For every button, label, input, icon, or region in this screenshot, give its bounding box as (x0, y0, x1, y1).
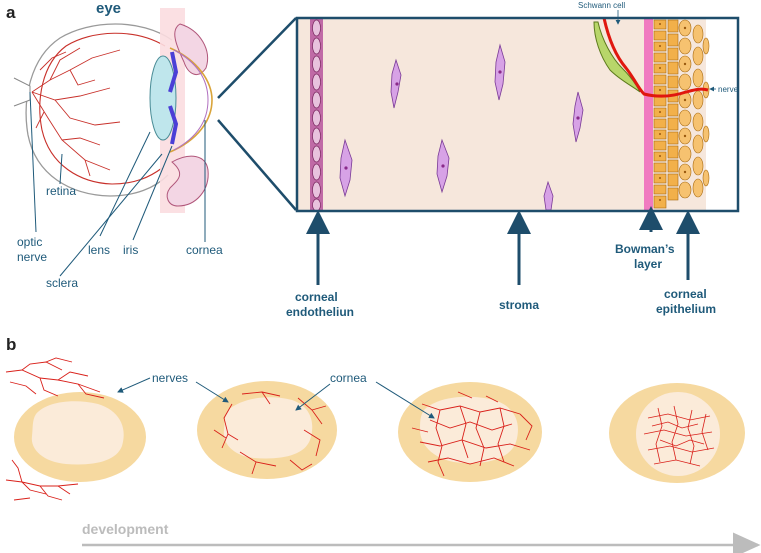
optic-nerve-label-line1: optic (17, 235, 42, 249)
eye-title: eye (96, 0, 121, 17)
zoom-line-top (217, 17, 297, 99)
nerve-label: nerve (718, 85, 739, 94)
lens-label: lens (88, 243, 110, 257)
schwann-cell-label: Schwann cell (578, 1, 625, 10)
zoom-line-bottom (217, 119, 297, 211)
development-label: development (82, 521, 169, 537)
optic-nerve-label-line2: nerve (17, 250, 47, 264)
panel-b-pointers (117, 377, 435, 419)
eye-label-pointers (29, 91, 206, 277)
corneal-endothelium-label-line2: endotheliun (286, 305, 354, 319)
cornea-stage-1 (5, 357, 146, 501)
sclera-label: sclera (46, 276, 78, 290)
cornea-cross-section (295, 16, 740, 213)
bowmans-layer-label-line2: layer (634, 257, 662, 271)
cornea-label: cornea (186, 243, 223, 257)
cornea-label-b: cornea (330, 371, 367, 385)
panel-letter-b: b (6, 335, 16, 354)
corneal-epithelium-label-line2: epithelium (656, 302, 716, 316)
iris-label: iris (123, 243, 138, 257)
cornea-stage-3 (398, 382, 542, 482)
bowmans-layer-label-line1: Bowman’s (615, 242, 675, 256)
nerves-label: nerves (152, 371, 188, 385)
corneal-endothelium-label-line1: corneal (295, 290, 338, 304)
eye-illustration (13, 8, 213, 213)
retina-label: retina (46, 184, 76, 198)
corneal-epithelium-label-line1: corneal (664, 287, 707, 301)
cornea-stage-4 (609, 383, 745, 483)
panel-letter-a: a (6, 3, 16, 22)
stroma-label: stroma (499, 298, 539, 312)
layer-arrows (306, 206, 700, 285)
